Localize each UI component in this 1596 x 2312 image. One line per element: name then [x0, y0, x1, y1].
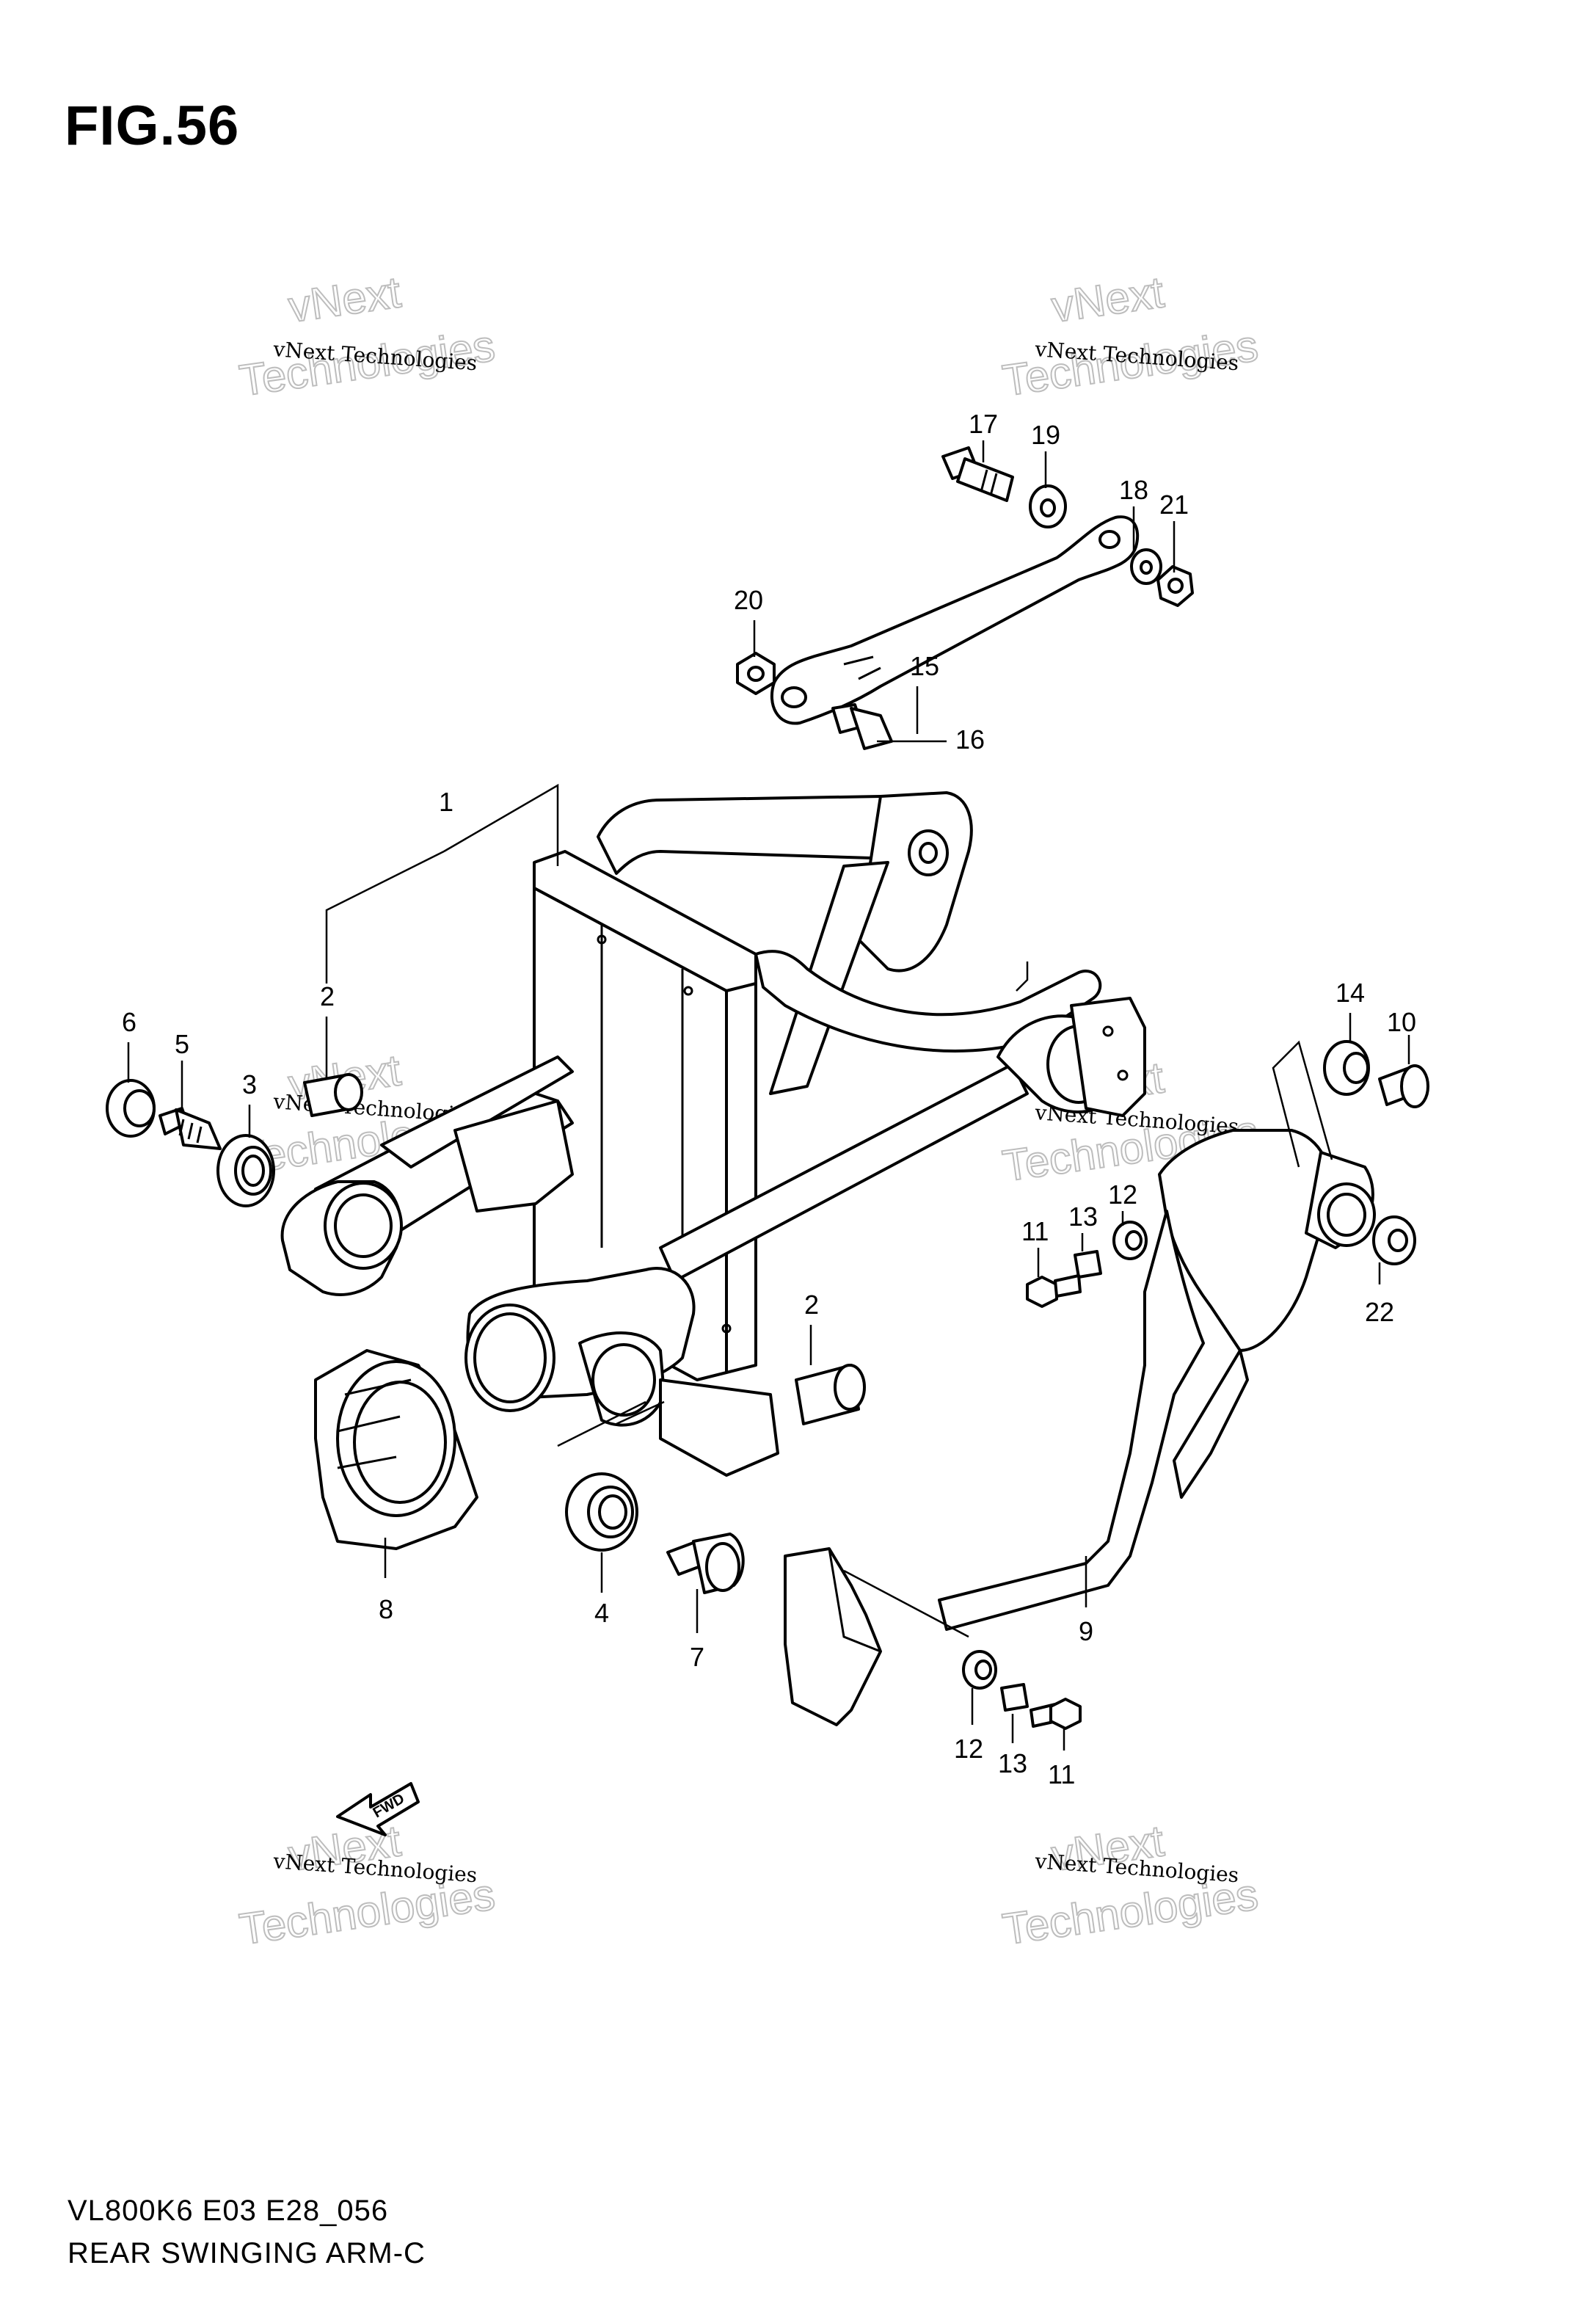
callout-10: 10	[1387, 1007, 1416, 1037]
callout-13-lower: 13	[998, 1748, 1027, 1778]
nut-20[interactable]	[736, 652, 776, 695]
callout-17: 17	[969, 409, 998, 439]
callout-11-lower: 11	[1048, 1759, 1075, 1789]
callout-21: 21	[1159, 490, 1189, 520]
torque-link-15[interactable]	[770, 515, 1140, 725]
callout-18: 18	[1119, 475, 1148, 505]
swinging-arm-1[interactable]	[280, 791, 1146, 1477]
bolt-11-upper[interactable]	[1026, 1274, 1082, 1308]
watermark: vNext Technologies vNext Technologies	[999, 1815, 1261, 1955]
callout-13-upper: 13	[1068, 1202, 1098, 1232]
callout-1: 1	[439, 787, 453, 817]
fwd-arrow-icon: FWD	[336, 1782, 420, 1836]
oil-seal-6[interactable]	[106, 1079, 156, 1138]
bolt-17[interactable]	[941, 446, 1014, 502]
callout-3: 3	[242, 1069, 257, 1099]
callout-20: 20	[734, 585, 763, 615]
cushion-12-lower[interactable]	[962, 1650, 997, 1690]
callout-5: 5	[175, 1029, 189, 1059]
bushing-14[interactable]	[1323, 1040, 1370, 1096]
callout-6: 6	[122, 1007, 136, 1037]
nut-21[interactable]	[1156, 565, 1194, 607]
bushing-2-upper[interactable]	[303, 1073, 363, 1117]
bearing-4[interactable]	[565, 1472, 638, 1552]
callout-15: 15	[910, 651, 939, 681]
callout-22: 22	[1365, 1297, 1394, 1327]
callout-9: 9	[1079, 1616, 1093, 1646]
nut-22[interactable]	[1372, 1215, 1416, 1265]
callout-11-upper: 11	[1021, 1216, 1049, 1246]
torque-link-assembly	[736, 446, 1194, 750]
callout-8: 8	[379, 1594, 393, 1624]
callout-19: 19	[1031, 420, 1060, 450]
model-code: VL800K6 E03 E28_056	[68, 2195, 389, 2227]
watermark: vNext Technologies vNext Technologies	[999, 266, 1261, 406]
spacer-13-upper[interactable]	[1074, 1250, 1102, 1279]
callout-12-upper: 12	[1108, 1179, 1137, 1210]
leader-lines	[127, 440, 1410, 1751]
callout-7: 7	[690, 1642, 704, 1672]
callout-4: 4	[594, 1598, 609, 1628]
bolt-11-lower[interactable]	[1030, 1698, 1082, 1730]
cushion-12-upper[interactable]	[1112, 1221, 1148, 1260]
callout-2-lower: 2	[804, 1290, 819, 1320]
callout-2-upper: 2	[320, 981, 335, 1011]
callout-14: 14	[1336, 978, 1365, 1008]
svg-text:vNext: vNext	[1049, 267, 1167, 332]
spacer-5[interactable]	[158, 1107, 222, 1150]
callout-labels: 1 2 2 3 4 5 6 7 8 9 10 11 11 12 12 13 13…	[122, 409, 1416, 1789]
swing-arm-frame-9[interactable]	[784, 1129, 1376, 1726]
boot-8[interactable]	[314, 1349, 478, 1550]
bushing-2-lower[interactable]	[795, 1364, 866, 1425]
bearing-3[interactable]	[216, 1134, 275, 1207]
section-name: REAR SWINGING ARM-C	[68, 2237, 426, 2269]
washer-19[interactable]	[1029, 484, 1067, 528]
callout-16: 16	[955, 724, 985, 755]
spacer-13-lower[interactable]	[1000, 1683, 1029, 1712]
callout-12-lower: 12	[954, 1734, 983, 1764]
figure-title: FIG.56	[65, 95, 240, 157]
washer-18[interactable]	[1130, 548, 1162, 585]
bolt-10[interactable]	[1378, 1064, 1429, 1108]
svg-text:vNext: vNext	[285, 267, 404, 332]
watermark: vNext Technologies vNext Technologies	[236, 266, 498, 406]
bolt-7[interactable]	[666, 1533, 745, 1594]
